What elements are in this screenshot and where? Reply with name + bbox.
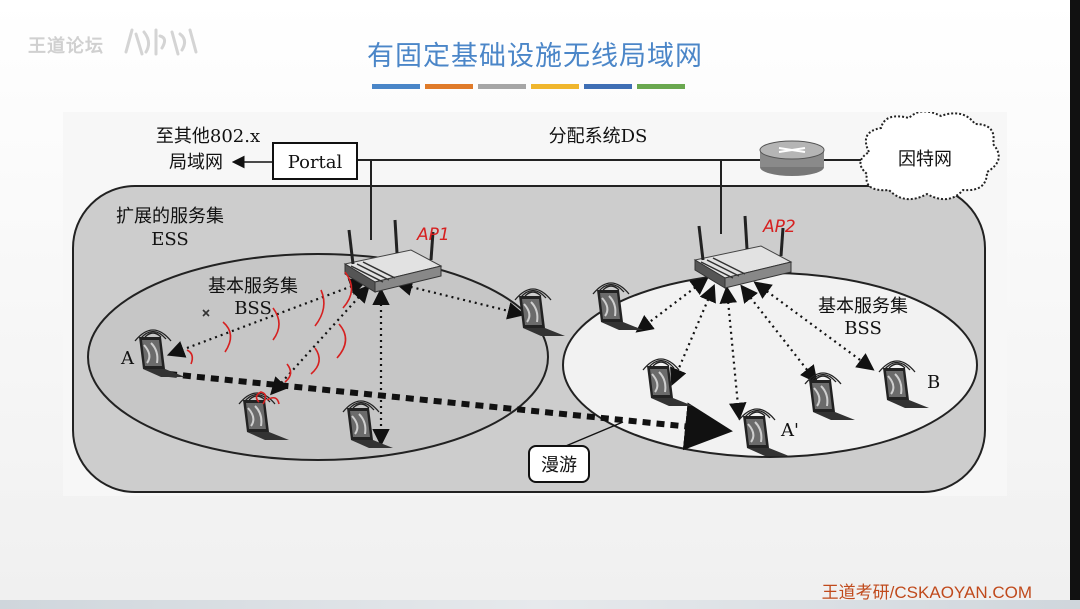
ap2-wireless-links (635, 277, 875, 421)
internet-label: 因特网 (898, 149, 952, 170)
accent-stripe (425, 84, 473, 89)
ds-label: 分配系统DS (549, 126, 648, 147)
station-a-prime-label: A' (780, 420, 799, 441)
footer-brand: 王道考研/CSKAOYAN.COM (821, 583, 1032, 602)
frame-edge-right (1070, 0, 1080, 609)
ds-router-icon (759, 140, 825, 176)
accent-stripe (531, 84, 579, 89)
roaming-callout-line (560, 421, 624, 449)
ess-label-line2: ESS (151, 229, 189, 250)
ap2-handwritten-label: AP2 (762, 217, 796, 237)
station-b-label: B (927, 372, 940, 393)
bss-left-label-line1: 基本服务集 (208, 276, 298, 297)
bss-right-label-line1: 基本服务集 (818, 296, 908, 317)
bss-left-label-line2: BSS (234, 298, 272, 319)
roaming-label: 漫游 (541, 455, 577, 476)
wlan-infrastructure-diagram: Portal 因特网 至其他802.x 局域网 分配系统DS 扩展的服务集 ES… (63, 112, 1007, 496)
lan-label-line1: 至其他802.x (156, 126, 260, 147)
accent-stripe (637, 84, 685, 89)
bss-right-ellipse (562, 272, 978, 458)
station-a-label: A (120, 348, 135, 369)
portal-box (272, 142, 358, 180)
roaming-path (168, 371, 733, 451)
accent-stripe (478, 84, 526, 89)
logo-calligraphy-icon (124, 28, 198, 56)
accent-stripes (372, 84, 685, 89)
accent-stripe (584, 84, 632, 89)
slide: 王道论坛 有固定基础设施无线局域网 (0, 0, 1070, 602)
ess-label-line1: 扩展的服务集 (116, 206, 224, 227)
lan-label-line2: 局域网 (169, 152, 223, 173)
ap1-handwritten-label: AP1 (416, 225, 450, 245)
ap1-wireless-links (166, 278, 526, 447)
slide-title: 有固定基础设施无线局域网 (367, 41, 703, 72)
frame-edge-bottom (0, 600, 1080, 609)
wangdao-forum-logo: 王道论坛 (28, 36, 104, 57)
red-handwritten-marks (186, 271, 353, 405)
accent-stripe (372, 84, 420, 89)
roaming-box (528, 445, 590, 483)
portal-label: Portal (288, 152, 343, 173)
internet-cloud-icon (859, 112, 1000, 201)
bss-right-label-line2: BSS (844, 318, 882, 339)
